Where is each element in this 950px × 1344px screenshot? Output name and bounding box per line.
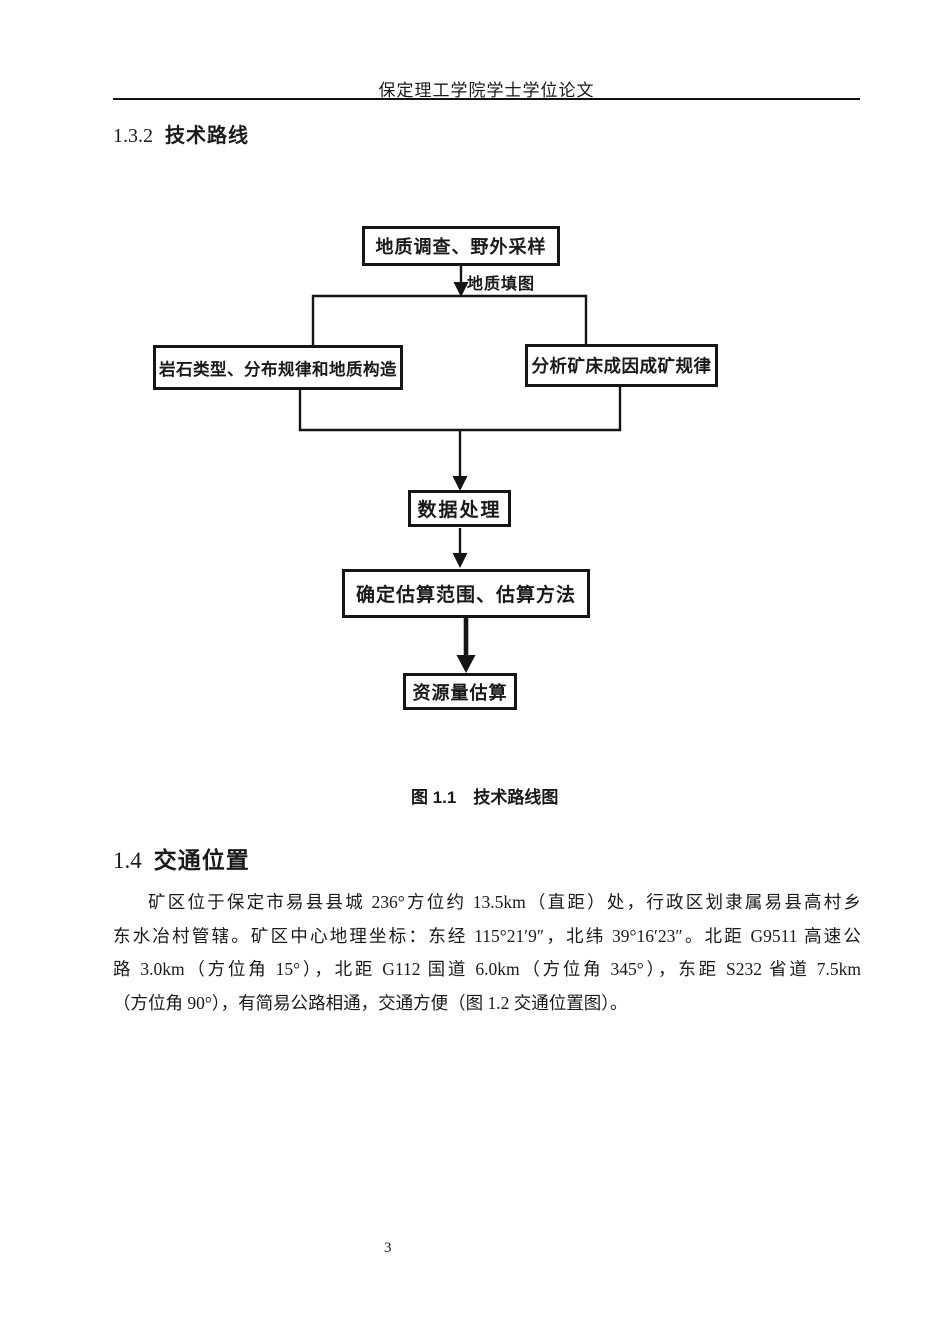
paragraph-line: 东水冶村管辖。矿区中心地理坐标：东经 115°21′9″，北纬 39°16′23…	[113, 925, 861, 946]
arrowhead-data	[452, 476, 468, 491]
flow-node-ore-genesis: 分析矿床成因成矿规律	[525, 344, 718, 387]
section-number: 1.4	[113, 848, 142, 873]
section-title: 交通位置	[153, 847, 250, 873]
paragraph-line: 矿区位于保定市易县县城 236°方位约 13.5km（直距）处，行政区划隶属易县…	[148, 892, 861, 912]
arrowhead-scope	[452, 553, 468, 568]
flow-node-data-processing: 数据处理	[408, 490, 511, 527]
flow-node-resource-estimation: 资源量估算	[403, 673, 517, 710]
section-number: 1.3.2	[113, 125, 153, 147]
flow-node-geological-survey: 地质调查、野外采样	[362, 226, 560, 266]
page-number: 3	[384, 1240, 392, 1256]
running-header-title: 保定理工学院学士学位论文	[378, 81, 595, 100]
figure-caption: 图 1.1 技术路线图	[411, 788, 559, 807]
connector-split	[311, 294, 588, 345]
paragraph-line: （方位角 90°），有简易公路相通，交通方便（图 1.2 交通位置图）。	[113, 992, 628, 1013]
flow-node-estimation-scope: 确定估算范围、估算方法	[342, 569, 590, 618]
section-heading-14: 1.4 交通位置	[113, 841, 250, 875]
flow-edge-label-geological-mapping: 地质填图	[467, 276, 536, 293]
body-paragraph: 矿区位于保定市易县县城 236°方位约 13.5km（直距）处，行政区划隶属易县…	[113, 886, 861, 1020]
flow-node-rock-types: 岩石类型、分布规律和地质构造	[153, 345, 403, 390]
section-title: 技术路线	[165, 125, 249, 147]
section-heading-132: 1.3.2 技术路线	[113, 119, 249, 148]
connector-merge	[298, 386, 622, 432]
arrowhead-resource	[456, 655, 476, 673]
paragraph-line: 路 3.0km（方位角 15°），北距 G112 国道 6.0km（方位角 34…	[113, 959, 861, 979]
header-rule	[113, 98, 860, 100]
